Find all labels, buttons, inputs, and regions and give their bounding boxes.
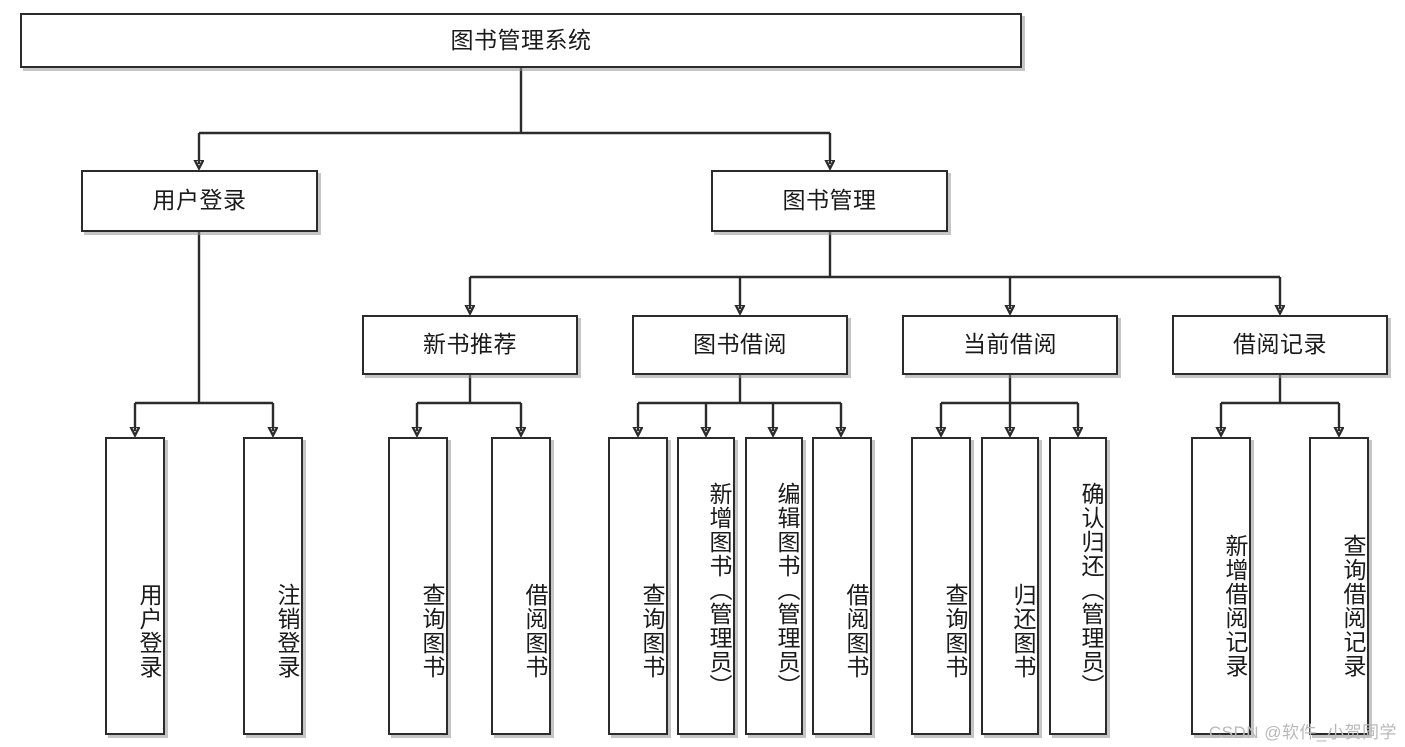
leaf-add-borrow-record[interactable]: 新增借阅记录 (1191, 437, 1251, 735)
node-book-borrow[interactable]: 图书借阅 (632, 315, 848, 375)
node-label: 查询图书 (639, 583, 665, 679)
leaf-borrow-book-recommend[interactable]: 借阅图书 (491, 437, 551, 735)
node-label: 图书管理系统 (450, 26, 592, 53)
node-label: 注销登录 (274, 583, 300, 679)
leaf-user-login[interactable]: 用户登录 (105, 437, 165, 735)
node-current-borrow[interactable]: 当前借阅 (902, 315, 1118, 375)
leaf-confirm-return-admin[interactable]: 确认归还（管理员） (1049, 437, 1107, 735)
node-label: 查询图书 (942, 583, 968, 679)
node-borrow-record[interactable]: 借阅记录 (1172, 315, 1388, 375)
leaf-borrow-book-borrow[interactable]: 借阅图书 (812, 437, 872, 735)
leaf-add-book-admin[interactable]: 新增图书（管理员） (677, 437, 735, 735)
node-label: 新书推荐 (423, 331, 517, 358)
node-label: 用户登录 (136, 583, 162, 679)
node-label: 图书管理 (782, 187, 877, 214)
leaf-query-book-recommend[interactable]: 查询图书 (388, 437, 448, 735)
node-user-login[interactable]: 用户登录 (81, 170, 318, 232)
node-label: 归还图书 (1010, 583, 1036, 679)
node-book-management[interactable]: 图书管理 (711, 170, 948, 232)
leaf-query-book-current[interactable]: 查询图书 (911, 437, 971, 735)
node-label: 确认归还（管理员） (1078, 482, 1104, 698)
node-label: 借阅图书 (522, 583, 548, 679)
node-label: 借阅记录 (1233, 331, 1327, 358)
leaf-query-borrow-record[interactable]: 查询借阅记录 (1309, 437, 1369, 735)
node-label: 新增借阅记录 (1222, 534, 1248, 678)
leaf-logout-login[interactable]: 注销登录 (243, 437, 303, 735)
node-label: 借阅图书 (843, 583, 869, 679)
node-label: 当前借阅 (963, 331, 1057, 358)
node-label: 图书借阅 (693, 331, 787, 358)
node-label: 用户登录 (152, 187, 247, 214)
leaf-return-book[interactable]: 归还图书 (981, 437, 1039, 735)
node-root-book-management-system[interactable]: 图书管理系统 (20, 13, 1022, 68)
node-label: 查询借阅记录 (1340, 534, 1366, 678)
node-label: 查询图书 (419, 583, 445, 679)
node-new-book-recommend[interactable]: 新书推荐 (362, 315, 578, 375)
node-label: 新增图书（管理员） (706, 482, 732, 698)
leaf-edit-book-admin[interactable]: 编辑图书（管理员） (745, 437, 803, 735)
node-label: 编辑图书（管理员） (774, 482, 800, 698)
leaf-query-book-borrow[interactable]: 查询图书 (608, 437, 668, 735)
